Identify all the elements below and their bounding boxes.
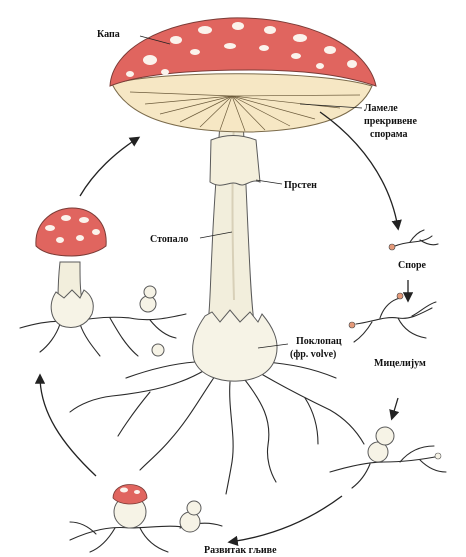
young-button-small-1 [180,512,200,532]
mycelium-spore-2 [397,293,403,299]
mycelium-spore-1 [349,322,355,328]
main-ring [210,136,260,186]
label-spores: Споре [398,260,427,271]
arrow-primordium-to-development [230,496,342,542]
mycelium-stage [349,293,436,342]
main-mycelium-roots [70,362,364,494]
emerging-mushroom [20,208,186,356]
primordium-stage [330,427,446,488]
label-mycelium: Мицелијум [374,358,426,369]
emerging-button-1 [140,296,156,312]
development-stage [70,485,222,553]
spore-stage [389,230,438,250]
arrow-emerging-to-mature [80,138,138,196]
label-volva-line1: Поклопац [296,336,342,347]
young-button-cap [113,485,147,505]
main-volva [193,310,277,381]
arrow-mycelium-to-primordium [392,398,398,418]
label-ring: Прстен [284,180,317,191]
label-volva-line2: (фр. volve) [290,349,336,360]
label-gills-line2: прекривене [364,116,417,127]
label-cap: Капа [97,29,120,40]
young-button-small-2 [187,501,201,515]
emerging-button-3 [152,344,164,356]
arrow-development-to-emerging [40,376,96,476]
emerging-button-2 [144,286,156,298]
label-gills-line3: спорама [370,129,408,140]
spore-dot [389,244,395,250]
main-mushroom [70,18,376,494]
emerging-volva [51,290,93,328]
label-gills-line1: Ламеле [364,103,398,114]
label-development: Развитак гљиве [204,545,277,556]
primordium-top [376,427,394,445]
label-stalk: Стопало [150,234,188,245]
